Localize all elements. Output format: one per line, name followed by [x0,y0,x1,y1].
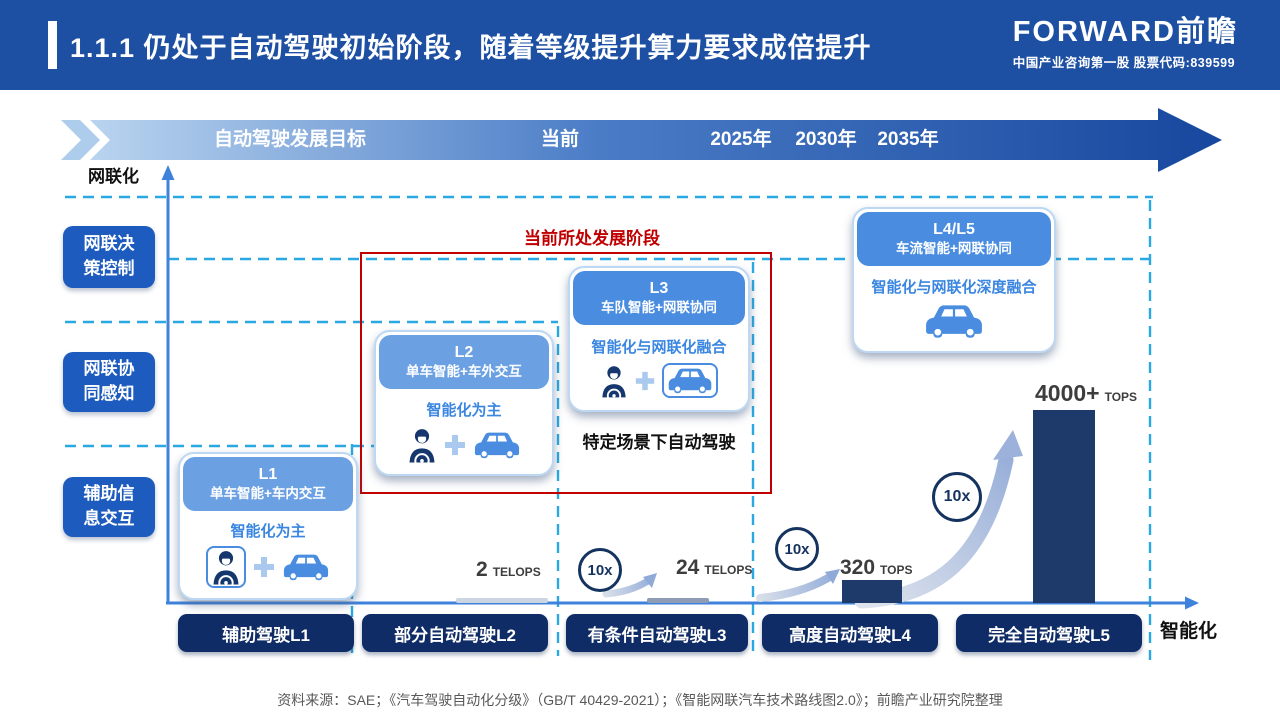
growth-arrowhead-2 [825,569,840,584]
timeline-2035-label: 2035年 [877,129,939,150]
car-icon [923,302,985,340]
plus-icon [443,433,467,457]
card-title: L2 [454,344,474,362]
card-l3-note: 特定场景下自动驾驶 [582,433,736,452]
card-mode-text: 智能化为主 [426,402,502,420]
title-accent-bar [48,21,57,69]
card-l4l5-body: 智能化与网联化深度融合 [854,269,1054,351]
card-subtitle: 车流智能+网联协同 [896,241,1012,257]
y-axis-arrowhead [161,165,175,180]
network-level-text: 同感知 [83,384,135,403]
multiplier-badge-3: 10x [932,472,982,522]
x-axis-arrowhead [1185,596,1199,610]
timeline-2025-label: 2025年 [710,129,772,150]
card-l4l5-header: L4/L5 车流智能+网联协同 [857,212,1051,266]
plus-icon [252,555,276,579]
x-level-l3: 有条件自动驾驶L3 [566,614,748,652]
framed-car-icon [662,363,718,399]
driver-icon [600,364,628,398]
value-number: 4000+ [1035,380,1100,406]
x-level-l5: 完全自动驾驶L5 [956,614,1142,652]
card-mode-text: 智能化与网联化深度融合 [871,278,1037,296]
network-level-decision: 网联决 策控制 [63,226,155,288]
framed-driver-icon [206,546,246,588]
value-number: 24 [676,556,700,579]
timeline-current-label: 当前 [540,129,579,150]
driver-icon [407,427,437,463]
icon-row [600,363,718,399]
card-l1-body: 智能化为主 [180,514,356,598]
card-title: L3 [649,280,669,298]
car-icon [282,552,330,582]
bar-l2-compute [456,598,548,603]
multiplier-badge-2: 10x [775,527,819,571]
x-axis-label: 智能化 [1160,621,1218,642]
brand-name: FORWARD前瞻 [1012,16,1238,48]
icon-row [407,427,521,463]
value-l2: 2 TELOPS [476,558,541,582]
multiplier-badge-1: 10x [578,548,622,592]
current-stage-outline [360,252,772,494]
bar-l5-compute [1033,410,1095,603]
card-l4l5: L4/L5 车流智能+网联协同 智能化与网联化深度融合 [852,207,1056,353]
timeline-2030-label: 2030年 [795,129,857,150]
timeline-goal-label: 自动驾驶发展目标 [213,129,366,150]
brand-logo: FORWARD前瞻 中国产业咨询第一股 股票代码:839599 [1012,16,1238,71]
bar-l4-compute [842,580,902,603]
value-number: 2 [476,558,488,581]
card-subtitle: 车队智能+网联协同 [601,300,717,316]
card-l3-header: L3 车队智能+网联协同 [573,271,745,325]
value-unit: TOPS [880,563,913,577]
value-unit: TOPS [1104,390,1138,404]
card-l1: L1 单车智能+车内交互 智能化为主 [178,452,358,600]
brand-subtitle: 中国产业咨询第一股 股票代码:839599 [1012,55,1236,70]
card-title: L1 [258,466,278,484]
y-axis-label: 网联化 [88,167,139,186]
timeline-body [90,108,1222,172]
current-stage-label: 当前所处发展阶段 [524,229,660,248]
value-l4: 320 TOPS [840,556,913,580]
plus-icon [634,370,656,392]
card-mode-text: 智能化与网联化融合 [591,338,727,356]
timeline-chevron [61,120,100,160]
growth-arrowhead-3 [993,430,1023,460]
header-bar: 1.1.1 仍处于自动驾驶初始阶段，随着等级提升算力要求成倍提升 FORWARD… [0,0,1280,90]
icon-row [206,546,330,588]
network-level-text: 网联协 [83,359,135,379]
network-level-text: 网联决 [83,234,135,254]
value-number: 320 [840,556,876,579]
network-level-text: 辅助信 [83,484,135,504]
card-l1-header: L1 单车智能+车内交互 [183,457,353,511]
card-l2-header: L2 单车智能+车外交互 [379,335,549,389]
value-unit: TELOPS [492,565,541,579]
x-level-l1: 辅助驾驶L1 [178,614,354,652]
growth-arrowhead-1 [643,573,657,588]
bar-l3-compute [647,598,709,603]
car-icon [473,430,521,460]
network-level-text: 策控制 [83,259,135,278]
source-note: 资料来源：SAE；《汽车驾驶自动化分级》（GB/T 40429-2021）；《智… [277,692,1003,708]
card-mode-text: 智能化为主 [230,523,306,540]
axes [166,176,1186,605]
card-l2: L2 单车智能+车外交互 智能化为主 [374,330,554,476]
network-level-assist: 辅助信 息交互 [63,477,155,537]
value-l3: 24 TELOPS [676,556,752,580]
timeline-arrow [61,108,1222,172]
card-l3-body: 智能化与网联化融合 [570,328,748,410]
value-unit: TELOPS [704,563,753,577]
network-level-perception: 网联协 同感知 [63,352,155,412]
slide-title: 1.1.1 仍处于自动驾驶初始阶段，随着等级提升算力要求成倍提升 [70,32,872,63]
card-subtitle: 单车智能+车外交互 [406,364,522,380]
card-l3: L3 车队智能+网联协同 智能化与网联化融合 [568,266,750,412]
x-level-l2: 部分自动驾驶L2 [362,614,548,652]
card-subtitle: 单车智能+车内交互 [210,486,326,502]
value-l5: 4000+ TOPS [1035,380,1137,407]
card-l2-body: 智能化为主 [376,392,552,474]
network-level-text: 息交互 [83,509,135,528]
x-level-l4: 高度自动驾驶L4 [762,614,938,652]
card-title: L4/L5 [933,221,975,239]
